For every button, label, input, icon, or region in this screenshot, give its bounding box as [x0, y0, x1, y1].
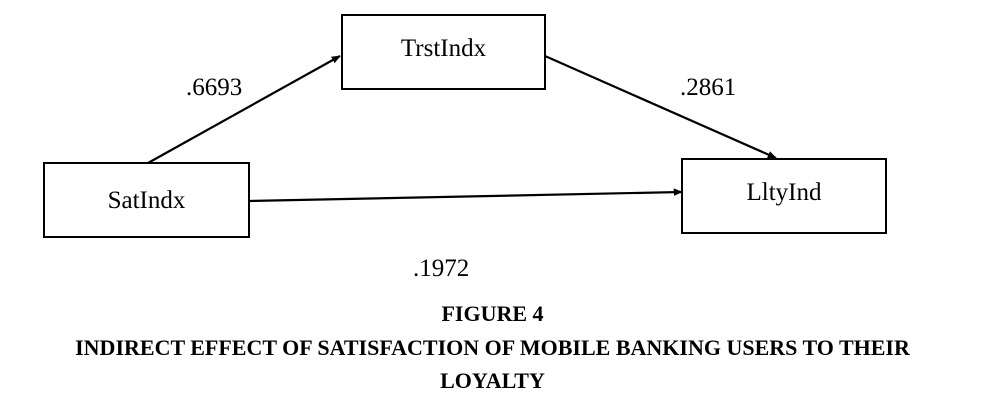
node-trstindx-label: TrstIndx	[401, 35, 487, 62]
node-trstindx: TrstIndx	[341, 14, 546, 90]
figure-title-line-1: INDIRECT EFFECT OF SATISFACTION OF MOBIL…	[75, 335, 910, 360]
edge-satindx-to-trstindx	[147, 55, 341, 164]
edge-satindx-to-lltyind	[248, 188, 683, 203]
coefficient-satindx-trstindx: .6693	[186, 74, 242, 101]
node-lltyind-label: LltyInd	[747, 179, 822, 206]
node-lltyind: LltyInd	[681, 158, 887, 234]
node-satindx: SatIndx	[43, 162, 250, 238]
coefficient-trstindx-lltyind: .2861	[680, 74, 736, 101]
coefficient-satindx-lltyind: .1972	[413, 255, 469, 282]
edge-trstindx-to-lltyind	[544, 54, 777, 160]
figure-number: FIGURE 4	[441, 301, 544, 326]
figure-title-line-2: LOYALTY	[440, 368, 545, 393]
node-satindx-label: SatIndx	[108, 187, 186, 214]
